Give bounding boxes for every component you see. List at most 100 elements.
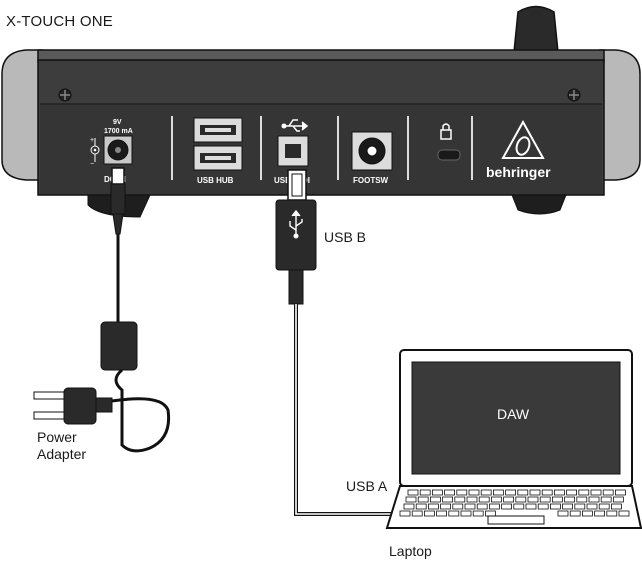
keyboard-key [602,489,614,496]
keyboard-key [503,496,515,503]
power-adapter-label-line2: Adapter [37,446,87,462]
keyboard-key [464,503,476,510]
device-title: X-TOUCH ONE [6,13,113,30]
svg-text:−: − [90,161,94,168]
keyboard-key [460,510,472,517]
keyboard-key [423,510,435,517]
keyboard-key [618,510,630,517]
left-side-cap [1,49,43,181]
kensington-lock-icon [440,123,452,140]
keyboard-key [452,503,464,510]
device-rear-panel: + − 9V 1700 mA DC IN USB HUB [1,5,641,218]
keyboard-key [513,503,525,510]
dc-voltage: 9V [113,119,122,126]
keyboard-key [419,489,431,496]
keyboard-key [484,510,496,517]
keyboard-key [468,489,480,496]
keyboard-key [472,510,484,517]
laptop-screen-text: DAW [497,406,530,422]
keyboard-key [411,510,423,517]
screw-icon [567,88,581,102]
keyboard-key [586,503,598,510]
keyboard-key [557,510,569,517]
keyboard-key [405,496,417,503]
usb-cable [275,169,394,516]
keyboard-key [476,503,488,510]
usb-symbol-icon [281,119,309,132]
usb-hub-port[interactable] [193,145,243,171]
keyboard-key [444,489,456,496]
keyboard-key [566,489,577,496]
keyboard-key [466,496,478,503]
keyboard-key [554,489,565,496]
power-adapter-label: Power Adapter [37,429,86,463]
keyboard-key [600,496,612,503]
keyboard-key [505,489,517,496]
behringer-logo-icon [501,119,545,159]
svg-text:+: + [90,137,94,144]
laptop-screen [411,361,621,475]
laptop-keyboard [399,489,630,517]
screw-icon [58,88,72,102]
keyboard-key [442,496,454,503]
keyboard-key [537,503,549,510]
keyboard-key [598,503,610,510]
security-slot[interactable] [437,149,461,161]
right-side-cap [599,49,641,181]
usb-a-label: USB A [346,478,388,494]
keyboard-key [588,496,600,503]
keyboard-key [541,489,553,496]
power-brick [100,321,138,371]
keyboard-key [525,503,537,510]
keyboard-key [501,503,513,510]
keyboard-key [574,503,586,510]
keyboard-key [576,496,588,503]
keyboard-key [399,510,411,517]
keyboard-key [613,496,624,503]
power-adapter-label-line1: Power [37,429,77,445]
usb-hub-port[interactable] [193,117,243,143]
keyboard-key [440,503,452,510]
usb-symbol-icon [289,209,303,239]
keyboard-key [615,489,626,496]
laptop [385,349,642,529]
keyboard-key [529,489,541,496]
keyboard-key [515,496,527,503]
wall-plug [63,387,97,425]
brand-wordmark: behringer [486,164,551,180]
keyboard-key [569,510,581,517]
laptop-label: Laptop [389,543,432,559]
usb-hub-label: USB HUB [197,176,234,185]
keyboard-key [582,510,593,517]
right-foot [511,194,567,215]
keyboard-key [427,503,439,510]
keyboard-key [407,489,419,496]
keyboard-key [480,489,492,496]
usb-b-label: USB B [324,229,367,245]
keyboard-key [606,510,618,517]
footswitch-label: FOOTSW [353,176,389,185]
power-adapter [33,167,171,453]
keyboard-key [594,510,605,517]
keyboard-key [578,489,590,496]
knob [513,5,559,53]
keyboard-key [550,503,561,510]
keyboard-key [552,496,563,503]
keyboard-key [517,489,529,496]
dc-current: 1700 mA [104,128,133,135]
keyboard-key [415,503,427,510]
keyboard-key [564,496,575,503]
keyboard-key [456,489,468,496]
power-polarity-icon: + − [90,137,100,168]
keyboard-key [436,510,448,517]
keyboard-key [417,496,429,503]
keyboard-key [562,503,573,510]
keyboard-key [429,496,441,503]
keyboard-key [490,496,502,503]
keyboard-key [478,496,490,503]
keyboard-key [448,510,460,517]
keyboard-key [611,503,622,510]
keyboard-key [539,496,551,503]
keyboard-key [488,503,500,510]
